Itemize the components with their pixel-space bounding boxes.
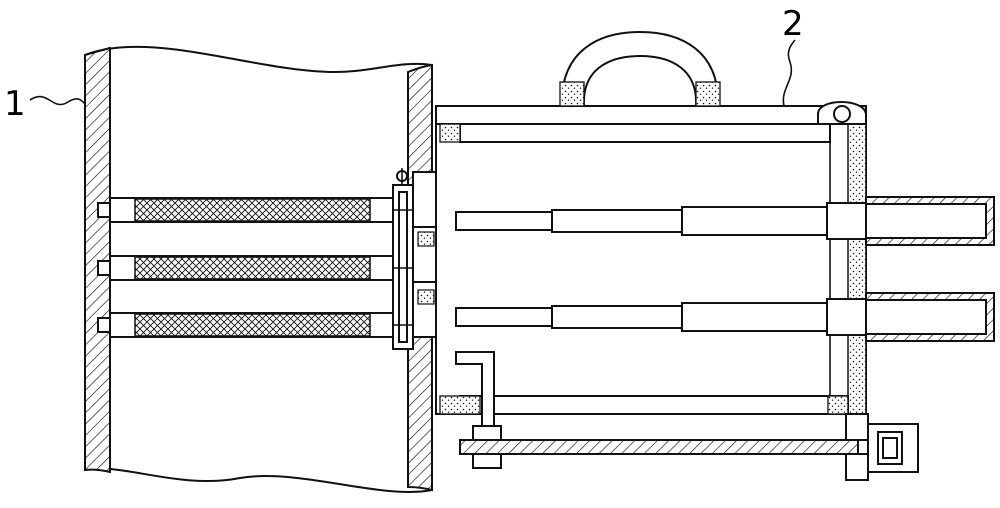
box-right-wall [847, 123, 867, 415]
sleeve-lower-inner [865, 299, 987, 335]
cylinder-upper-stage-3 [681, 206, 828, 236]
rod-upper-tip [97, 202, 111, 218]
label-part-1: 1 [4, 84, 26, 124]
rod-lower-tip [97, 317, 111, 333]
drive-nut-lower [472, 453, 502, 469]
box-bottom-corner [439, 395, 481, 415]
hinge-pin [833, 105, 851, 123]
cylinder-lower-stage-1 [455, 307, 553, 327]
telescopic-cylinder-lower [455, 298, 868, 336]
rod-lower-mesh [134, 313, 371, 337]
rod-middle-mesh [134, 256, 371, 280]
rail-end-bracket-lower [845, 453, 869, 481]
cylinder-lower-stage-4 [826, 298, 868, 336]
box-top-corner [439, 123, 461, 143]
rod-upper-mesh [134, 198, 371, 222]
cylinder-upper-stage-1 [455, 211, 553, 231]
telescopic-cylinder-upper [455, 202, 868, 240]
handle-foot-right [695, 81, 721, 107]
flange-block-top [412, 171, 437, 228]
rail-end-bracket [845, 413, 869, 441]
flange-spacer-1 [417, 231, 435, 247]
rod-upper [97, 197, 401, 223]
hinge [817, 101, 867, 125]
output-sleeves [865, 196, 995, 342]
motor-core-inner [882, 437, 898, 459]
rod-lower [97, 312, 401, 338]
box-housing [435, 105, 867, 415]
cylinder-upper-stage-2 [551, 209, 683, 233]
drive-nut [472, 425, 502, 441]
leader-line-2 [782, 39, 796, 107]
handle-foot-left [559, 81, 585, 107]
box-outer [435, 105, 867, 415]
box-bottom-corner-right [827, 395, 849, 415]
drive-assembly [455, 351, 919, 481]
box-inner-rail-top [459, 123, 831, 143]
handle-arc [560, 30, 720, 107]
box-bottom-rail [459, 395, 849, 415]
cylinder-lower-stage-2 [551, 305, 683, 329]
cylinder-upper-stage-4 [826, 202, 868, 240]
callouts: 1 2 [4, 4, 804, 124]
label-part-2: 2 [782, 4, 804, 44]
rod-assembly [97, 168, 414, 350]
sleeve-upper-inner [865, 203, 987, 239]
leader-line-1 [29, 95, 86, 106]
clamp-bar-inner [398, 191, 408, 343]
rod-middle [97, 255, 401, 281]
rod-middle-tip [97, 260, 111, 276]
flange-spacer-2 [417, 289, 435, 305]
cylinder-lower-stage-3 [681, 302, 828, 332]
box-lid-strip [435, 105, 837, 125]
threaded-rail [459, 439, 859, 455]
handle [559, 30, 721, 107]
